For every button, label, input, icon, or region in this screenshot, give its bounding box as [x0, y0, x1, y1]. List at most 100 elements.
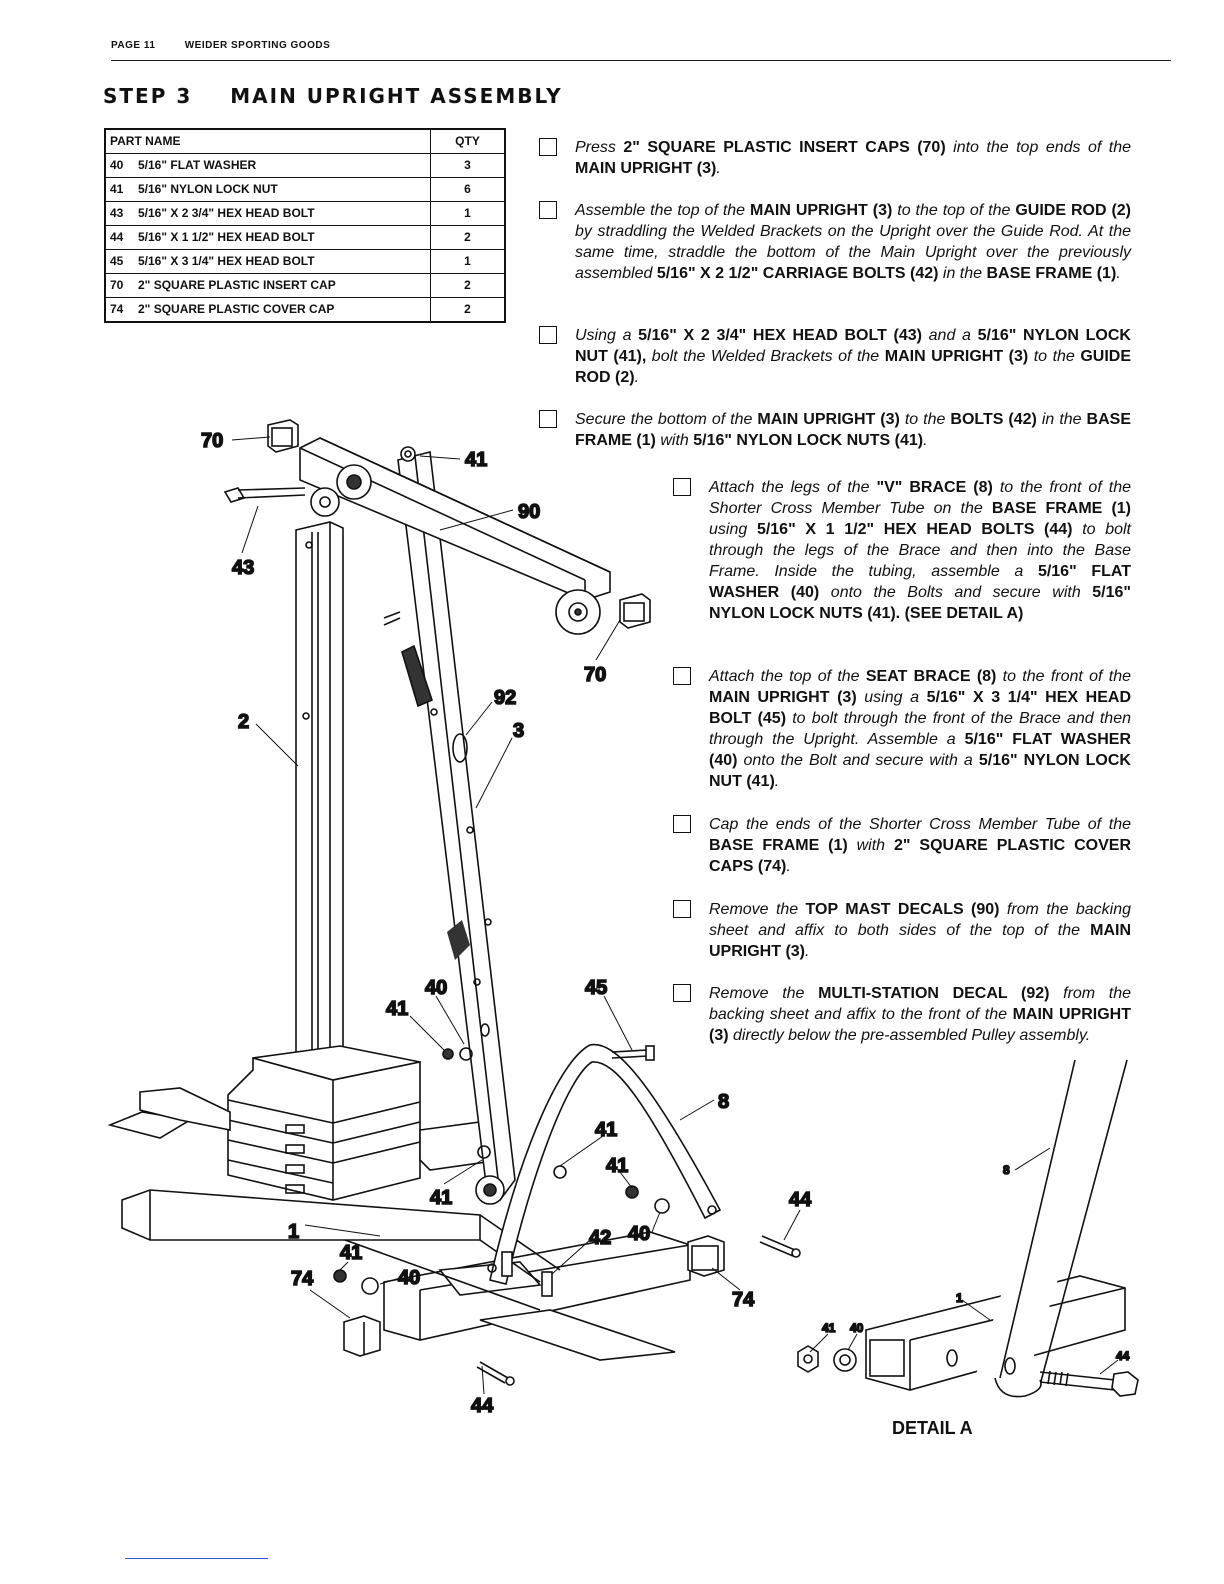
instruction-text: from the backing sheet and affix to the …: [709, 985, 1132, 1023]
footer-rule: [125, 1558, 268, 1559]
part-reference: 5/16" X 3 1/4" HEX HEAD BOLT (45): [709, 689, 1132, 727]
callout-44: 44: [789, 1189, 812, 1211]
instruction-text: Using a: [575, 327, 639, 344]
instruction-text: in the: [938, 265, 987, 282]
part-reference: BOLTS (42): [950, 411, 1037, 428]
company-name: WEIDER SPORTING GOODS: [184, 40, 331, 51]
part-name: 5/16" FLAT WASHER: [138, 158, 257, 172]
part-reference: 5/16" FLAT WASHER (40): [709, 563, 1132, 601]
instruction-text: .: [923, 432, 928, 449]
instruction-text: with: [655, 432, 694, 449]
checkbox[interactable]: [539, 326, 557, 344]
part-reference: MAIN UPRIGHT (3): [709, 689, 857, 706]
callout-45: 45: [585, 977, 607, 999]
instruction-text: into the top ends of the: [945, 139, 1132, 156]
callout-44: 44: [471, 1395, 494, 1417]
part-qty: 2: [430, 297, 506, 323]
part-reference: BASE FRAME (1): [709, 837, 848, 854]
part-reference: 2" SQUARE PLASTIC INSERT CAPS (70): [623, 139, 946, 156]
checkbox[interactable]: [539, 138, 557, 156]
step-name: MAIN UPRIGHT ASSEMBLY: [230, 84, 563, 108]
part-qty: 1: [430, 249, 506, 274]
top-mast: [267, 419, 651, 635]
part-reference: "V" BRACE (8): [876, 479, 993, 496]
detail-a-drawing: [797, 1059, 1139, 1400]
part-name: 2" SQUARE PLASTIC COVER CAP: [138, 302, 335, 316]
part-name-header: PART NAME: [104, 128, 431, 154]
part-reference: 5/16" NYLON LOCK NUTS (41): [693, 432, 924, 449]
instruction-text: with: [847, 837, 894, 854]
callout-40: 40: [425, 977, 447, 999]
part-name: 5/16" X 1 1/2" HEX HEAD BOLT: [138, 230, 315, 244]
callout-3: 3: [513, 720, 524, 742]
instruction-text: Remove the: [709, 985, 819, 1002]
part-reference: MAIN UPRIGHT (3): [575, 160, 717, 177]
instruction-text: .: [716, 160, 721, 177]
detail-callout-1: 1: [956, 1291, 963, 1305]
callout-43: 43: [232, 557, 254, 579]
part-name: 5/16" X 3 1/4" HEX HEAD BOLT: [138, 254, 315, 268]
checkbox[interactable]: [539, 201, 557, 219]
callout-92: 92: [494, 687, 516, 709]
detail-callout-8: 8: [1003, 1163, 1010, 1177]
callout-8: 8: [718, 1091, 729, 1113]
checkbox[interactable]: [673, 667, 691, 685]
part-reference: 5/16" NYLON LOCK NUT (41),: [575, 327, 1131, 365]
detail-a-label: DETAIL A: [892, 1418, 973, 1438]
part-reference: MAIN UPRIGHT (3): [709, 922, 1131, 960]
part-reference: BASE FRAME (1): [575, 411, 1131, 449]
part-reference: BASE FRAME (1): [991, 500, 1132, 517]
instruction-text: in the: [1036, 411, 1087, 428]
table-row: 74 2" SQUARE PLASTIC COVER CAP 2: [104, 297, 506, 323]
instruction-step: Using a 5/16" X 2 3/4" HEX HEAD BOLT (43…: [539, 325, 1131, 388]
callout-90: 90: [518, 501, 540, 523]
part-reference: TOP MAST DECALS (90): [805, 901, 1000, 918]
instruction-text: to the front of the Shorter Cross Member…: [709, 479, 1132, 517]
part-number: 43: [110, 206, 124, 220]
main-upright: [397, 451, 516, 1205]
instruction-text: Remove the: [709, 901, 806, 918]
weight-stack: [227, 1045, 421, 1201]
callout-41: 41: [340, 1242, 362, 1264]
part-reference: MAIN UPRIGHT (3): [709, 1006, 1132, 1044]
callout-41: 41: [430, 1187, 452, 1209]
callout-70: 70: [201, 430, 223, 452]
callout-41: 41: [465, 449, 487, 471]
instruction-text: Attach the top of the: [709, 668, 866, 685]
part-number: 70: [110, 278, 124, 292]
callout-74: 74: [732, 1289, 755, 1311]
instruction-text: to the: [1028, 348, 1081, 365]
part-name: 5/16" NYLON LOCK NUT: [138, 182, 278, 196]
part-name-cell: 74 2" SQUARE PLASTIC COVER CAP: [104, 297, 431, 323]
part-qty: 6: [430, 177, 506, 202]
bolt-43: [223, 487, 306, 503]
part-number: 40: [110, 158, 124, 172]
checkbox[interactable]: [539, 410, 557, 428]
instruction-text: .: [1116, 265, 1121, 282]
guide-rod: [295, 521, 344, 1087]
part-qty: 2: [430, 225, 506, 250]
instruction-step: Attach the legs of the "V" BRACE (8) to …: [673, 477, 1132, 624]
part-reference: 5/16" X 2 3/4" HEX HEAD BOLT (43): [638, 327, 922, 344]
instruction-text: to the: [899, 411, 951, 428]
checkbox[interactable]: [673, 984, 691, 1002]
instruction-text: to bolt through the front of the Brace a…: [709, 710, 1131, 748]
page-number: PAGE 11: [111, 40, 156, 51]
instruction-text: Secure the bottom of the: [575, 411, 758, 428]
checkbox[interactable]: [673, 900, 691, 918]
leader-lines: [231, 436, 801, 1395]
checkbox[interactable]: [673, 815, 691, 833]
part-number: 45: [110, 254, 124, 268]
callout-40: 40: [398, 1267, 420, 1289]
instruction-text: Assemble the top of the: [575, 202, 750, 219]
instruction-text: to the top of the: [892, 202, 1016, 219]
instruction-text: and a: [921, 327, 978, 344]
checkbox[interactable]: [673, 478, 691, 496]
part-number: 74: [110, 302, 124, 316]
part-qty: 2: [430, 273, 506, 298]
